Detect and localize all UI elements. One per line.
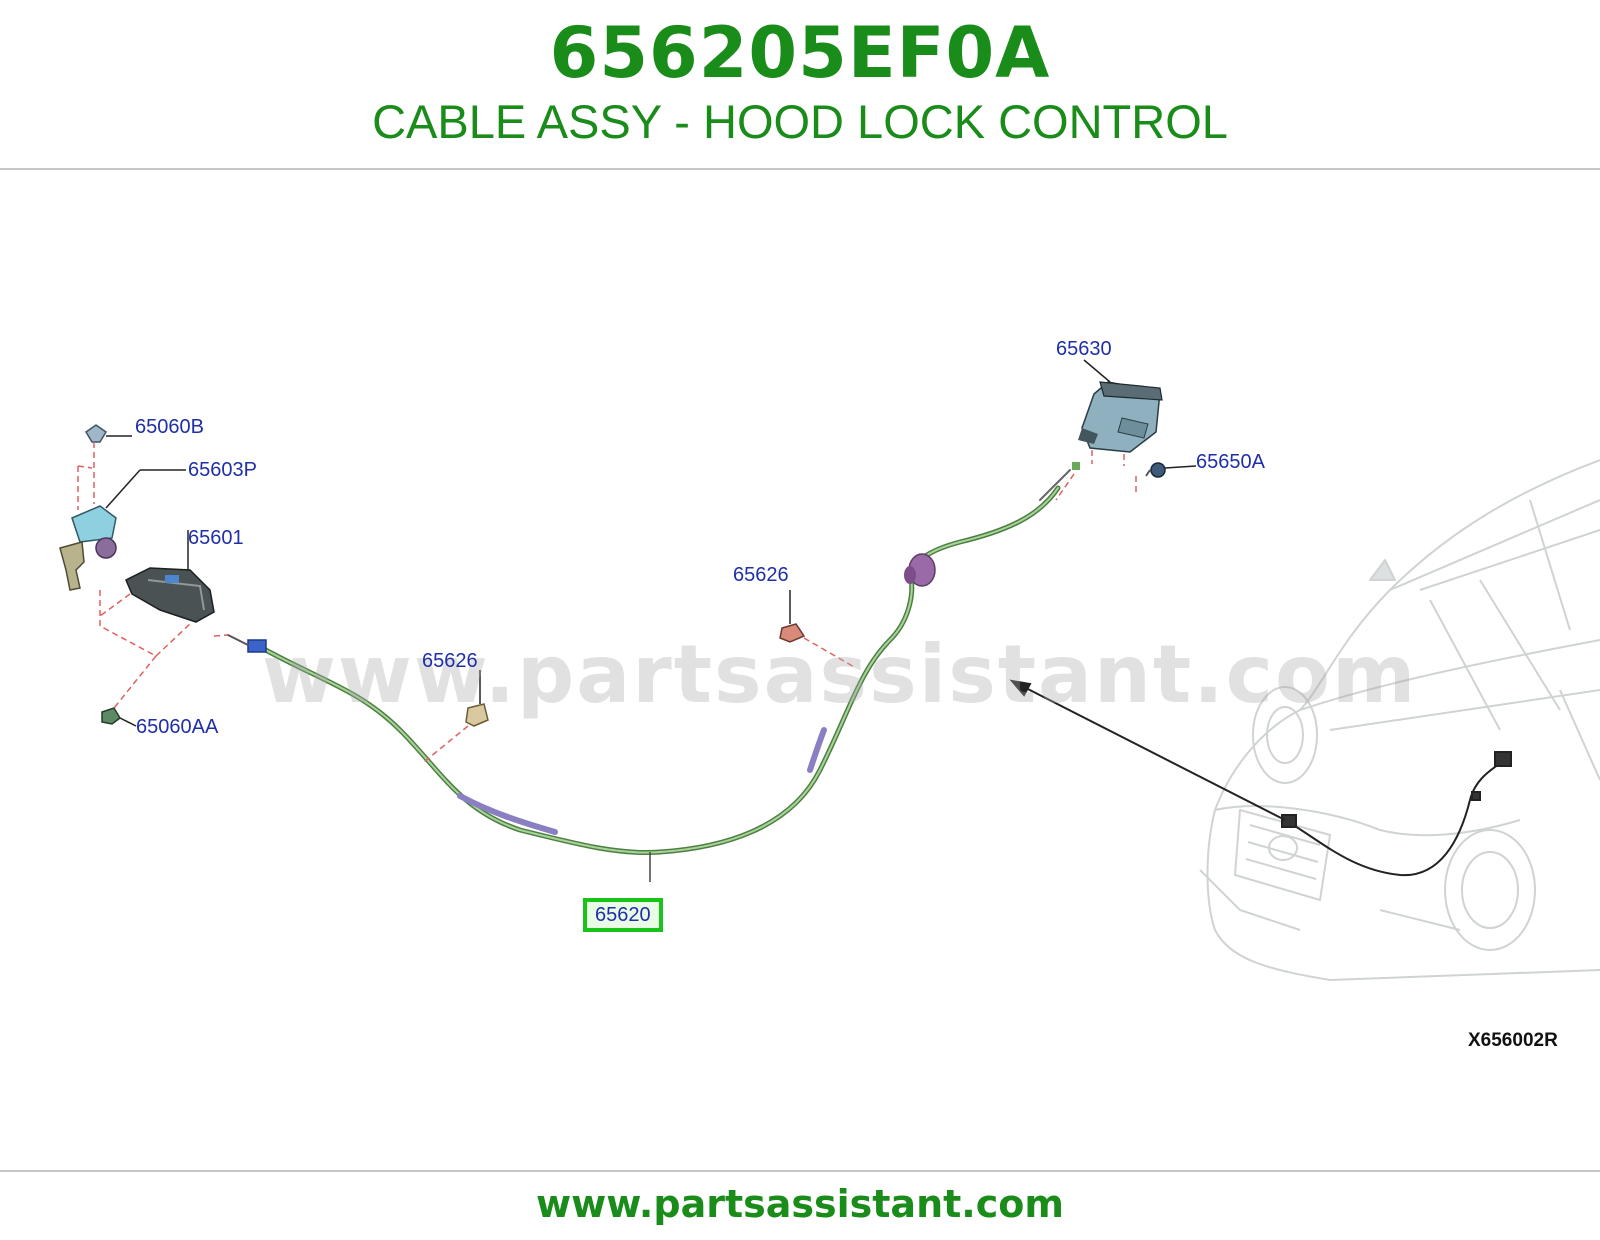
callout-65630[interactable]: 65630 [1056, 338, 1112, 360]
main-cable [227, 462, 1080, 855]
cable-clip-left [423, 670, 489, 763]
callout-65060AA[interactable]: 65060AA [136, 716, 219, 738]
vehicle-outline [1199, 459, 1600, 981]
cable-clip-right [779, 590, 857, 669]
hood-opener-assembly [59, 424, 229, 727]
callout-65603P[interactable]: 65603P [188, 459, 257, 481]
callout-65626-right[interactable]: 65626 [733, 564, 789, 586]
figure-code: X656002R [1468, 1030, 1558, 1051]
diagram-drawing [59, 359, 1600, 981]
part-number-title: 656205EF0A [549, 12, 1051, 94]
callout-65650A[interactable]: 65650A [1196, 451, 1265, 473]
callout-65626-left[interactable]: 65626 [422, 650, 478, 672]
location-arrow [1009, 679, 1286, 821]
footer-website-link[interactable]: www.partsassistant.com [536, 1182, 1064, 1226]
callout-65620-highlighted[interactable]: 65620 [583, 898, 663, 932]
parts-diagram: www.partsassistant.com 65060B 65603P 656… [0, 170, 1600, 1170]
vehicle-cable-route [1281, 751, 1512, 877]
header-divider [0, 168, 1600, 170]
page-header: 656205EF0A CABLE ASSY - HOOD LOCK CONTRO… [0, 0, 1600, 168]
hood-lock-assembly [1055, 359, 1197, 501]
callout-65601[interactable]: 65601 [188, 527, 244, 549]
watermark: www.partsassistant.com [262, 628, 1418, 721]
part-description: CABLE ASSY - HOOD LOCK CONTROL [372, 95, 1228, 148]
callout-65060B[interactable]: 65060B [135, 416, 204, 438]
footer-divider [0, 1170, 1600, 1172]
